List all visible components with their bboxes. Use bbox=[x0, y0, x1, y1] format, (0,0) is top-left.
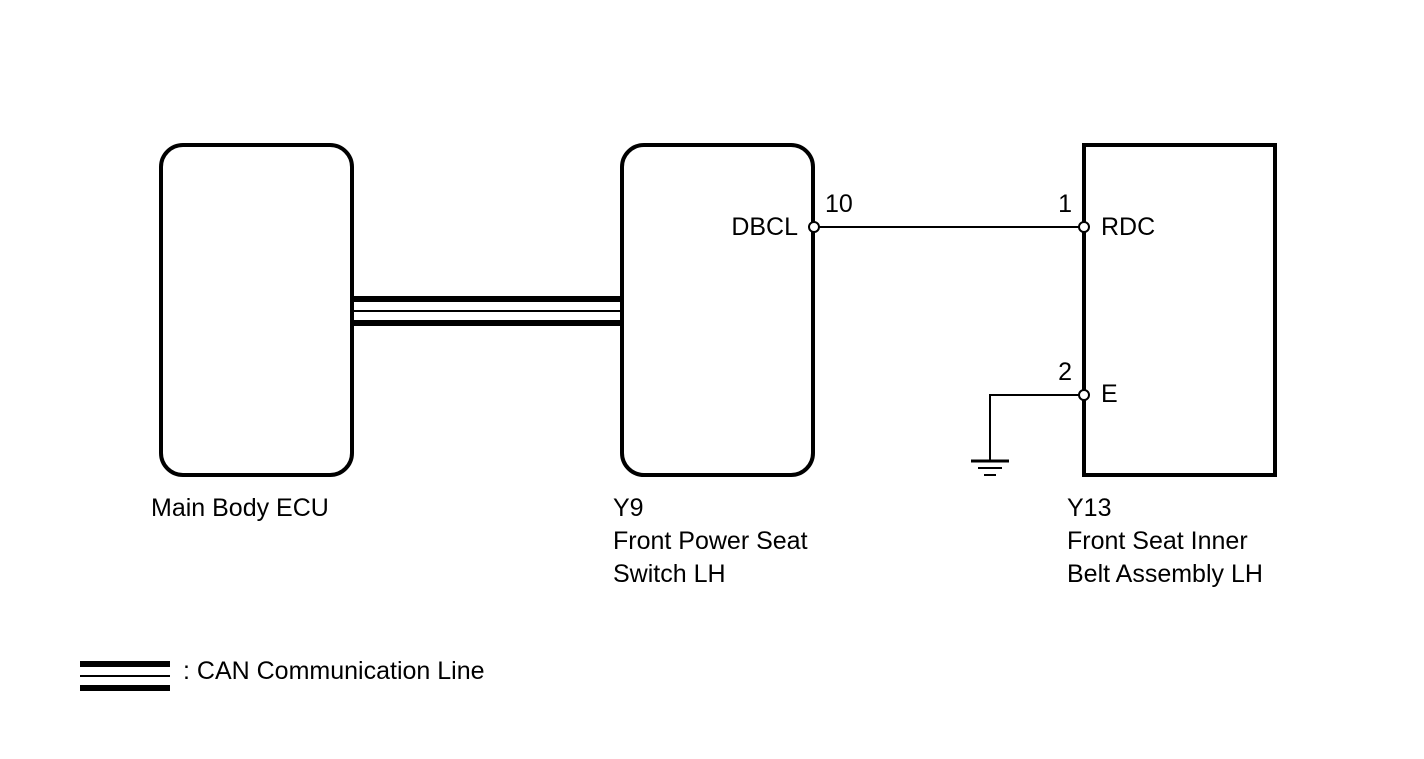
pin-rdc-terminal bbox=[1078, 221, 1090, 233]
power-seat-switch-box bbox=[620, 143, 815, 477]
pin-dbcl-terminal bbox=[808, 221, 820, 233]
main-body-ecu-label: Main Body ECU bbox=[151, 494, 329, 522]
legend-can-line-icon bbox=[80, 661, 170, 691]
pin-e-terminal bbox=[1078, 389, 1090, 401]
inner-belt-name-line2: Belt Assembly LH bbox=[1067, 560, 1263, 588]
inner-belt-name-line1: Front Seat Inner bbox=[1067, 527, 1248, 555]
pin-e-number: 2 bbox=[1058, 358, 1072, 386]
inner-belt-code: Y13 bbox=[1067, 494, 1112, 522]
power-seat-switch-name-line2: Switch LH bbox=[613, 560, 726, 588]
pin-rdc-name: RDC bbox=[1101, 213, 1156, 241]
pin-dbcl-name: DBCL bbox=[731, 213, 798, 241]
main-body-ecu-box bbox=[159, 143, 354, 477]
power-seat-switch-code: Y9 bbox=[613, 494, 644, 522]
pin-dbcl-number: 10 bbox=[825, 190, 853, 218]
pin-rdc-number: 1 bbox=[1058, 190, 1072, 218]
legend-can-label: : CAN Communication Line bbox=[183, 657, 485, 685]
power-seat-switch-name-line1: Front Power Seat bbox=[613, 527, 808, 555]
ground-wire bbox=[989, 394, 1079, 460]
pin-e-name: E bbox=[1101, 380, 1118, 408]
inner-belt-box bbox=[1082, 143, 1277, 477]
can-communication-line bbox=[352, 296, 622, 326]
ground-icon bbox=[971, 459, 1009, 476]
